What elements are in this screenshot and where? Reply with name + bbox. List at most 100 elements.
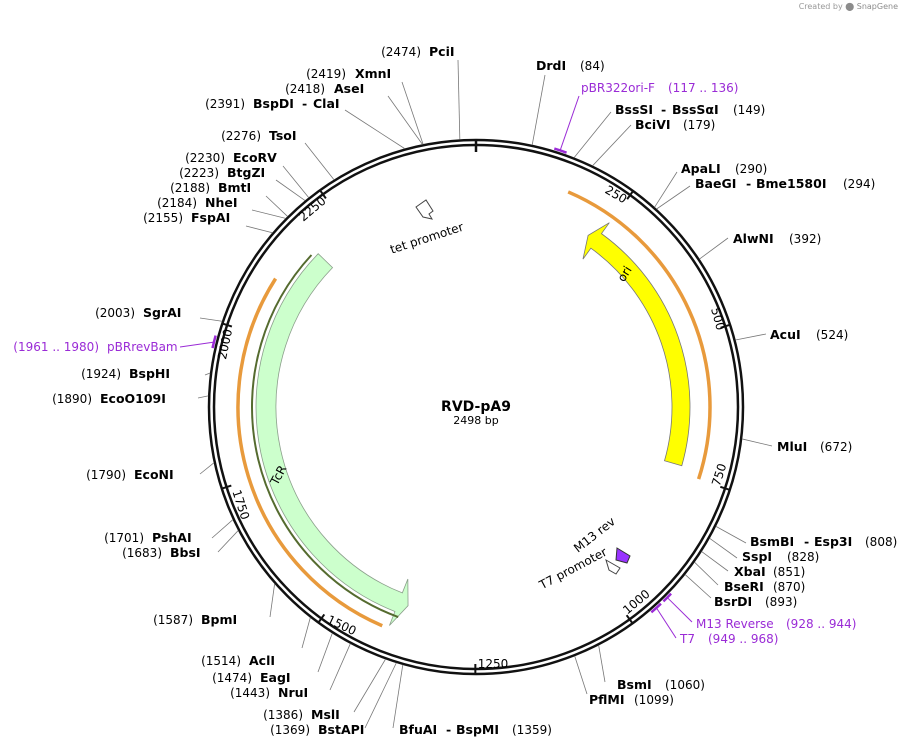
site-pos-bfuai: (1359)	[512, 723, 552, 737]
site-connector	[197, 395, 209, 399]
t7-promoter-arrow-icon	[605, 558, 621, 575]
site-sep-bspdi: -	[302, 96, 307, 111]
site-connector	[317, 633, 333, 673]
site-pos-bsphi: (1924)	[81, 367, 121, 381]
site-name-bspmi: BspMI	[456, 722, 499, 737]
feature-label-t7-promoter: T7 promoter	[536, 545, 609, 593]
tick-2000	[223, 322, 233, 328]
site-connector	[199, 317, 223, 322]
site-name-ecorv: EcoRV	[233, 150, 277, 165]
site-name-bsrdi: BsrDI	[714, 594, 752, 609]
site-name-sgrai: SgrAI	[143, 305, 181, 320]
site-name-xmni: XmnI	[355, 66, 391, 81]
site-pos-btgzi: (2223)	[179, 166, 219, 180]
site-name-mlui: MluI	[777, 439, 807, 454]
site-connector	[684, 574, 712, 599]
feature-tcr	[255, 253, 409, 626]
site-pos-xmni: (2419)	[306, 67, 346, 81]
plasmid-length: 2498 bp	[453, 414, 498, 427]
site-name-eagi: EagI	[260, 670, 291, 685]
tick-label-500: 500	[708, 306, 727, 332]
site-connector	[269, 583, 276, 618]
tet-promoter-arrow-icon	[415, 199, 434, 220]
primer-mark-pbrrevbam	[211, 335, 217, 349]
snapgene-credit: Created by ⬤ SnapGene	[799, 2, 898, 11]
ori-orf-line	[567, 190, 712, 480]
site-pos-msli: (1386)	[263, 708, 303, 722]
site-pos-acui: (524)	[816, 328, 848, 342]
feature-ori	[582, 222, 691, 467]
site-pos-drdi: (84)	[580, 59, 605, 73]
primer-name-t7: T7	[679, 632, 695, 646]
tick-label-2000: 2000	[215, 328, 235, 361]
tick-2250	[319, 190, 327, 199]
site-name-nrui: NruI	[278, 685, 308, 700]
site-name-pcii: PciI	[429, 44, 455, 59]
site-pos-bsmbi: (808)	[865, 535, 897, 549]
m13-rev-arrow-icon	[615, 547, 631, 564]
site-connector	[301, 617, 311, 649]
site-connector	[265, 195, 288, 217]
site-pos-bseri: (870)	[773, 580, 805, 594]
tick-250	[626, 191, 634, 200]
site-connector	[573, 111, 612, 158]
site-connector	[304, 142, 335, 180]
orf-layer	[236, 190, 712, 628]
site-pos-bcivi: (179)	[683, 118, 715, 132]
site-pos-mlui: (672)	[820, 440, 852, 454]
site-pos-bstapi: (1369)	[270, 723, 310, 737]
site-pos-bsrdi: (893)	[765, 595, 797, 609]
site-pos-econi: (1790)	[86, 468, 126, 482]
site-connector	[709, 537, 738, 559]
site-name-bspdi: BspDI	[253, 96, 294, 111]
primer-mark-m13-reverse	[662, 592, 672, 603]
site-connector	[654, 171, 678, 208]
tick-label-1250: 1250	[478, 657, 509, 671]
site-connector	[275, 179, 306, 201]
site-sep-bsssi: -	[661, 102, 666, 117]
site-name-bfuai: BfuAI	[399, 722, 437, 737]
site-pos-sspi: (828)	[787, 550, 819, 564]
snapgene-logo-icon: ⬤	[845, 2, 855, 11]
site-pos-nrui: (1443)	[230, 686, 270, 700]
site-connector	[329, 643, 351, 691]
site-name-bsmbi: BsmBI	[750, 534, 794, 549]
site-name-btgzi: BtgZI	[227, 165, 265, 180]
tick-750	[719, 485, 730, 491]
site-connector	[245, 225, 273, 234]
site-sep-bfuai: -	[446, 722, 451, 737]
tcr-outline	[251, 254, 399, 618]
site-name-bsssai: BssSαI	[672, 102, 719, 117]
primer-connector	[179, 341, 214, 348]
site-name-bpmi: BpmI	[201, 612, 237, 627]
site-connector	[574, 656, 588, 695]
site-pos-asei: (2418)	[285, 82, 325, 96]
site-pos-bsssi: (149)	[733, 103, 765, 117]
site-name-tsoi: TsoI	[269, 128, 297, 143]
site-connector	[364, 662, 397, 729]
site-name-bsmi: BsmI	[617, 677, 652, 692]
site-connector	[531, 74, 546, 146]
site-connector	[699, 237, 729, 260]
primer-range-pbrrevbam: (1961 .. 1980)	[13, 340, 99, 354]
site-connector	[598, 645, 606, 683]
site-pos-apali: (290)	[735, 162, 767, 176]
tick-1000	[625, 614, 633, 624]
site-name-baegi: BaeGI	[695, 176, 736, 191]
site-connector	[735, 333, 767, 341]
site-pos-acli: (1514)	[201, 654, 241, 668]
site-pos-sgrai: (2003)	[95, 306, 135, 320]
site-connector	[211, 519, 234, 539]
site-connector-layer	[179, 59, 773, 729]
site-connector	[694, 561, 719, 586]
site-connector	[204, 372, 211, 376]
site-sep-bsmbi: -	[804, 534, 809, 549]
site-name-nhei: NheI	[205, 195, 238, 210]
site-pos-bpmi: (1587)	[153, 613, 193, 627]
tick-1500	[318, 613, 326, 623]
site-connector	[387, 95, 423, 145]
primer-connector	[656, 607, 677, 639]
site-name-bme1580i: Bme1580I	[756, 176, 826, 191]
site-pos-pcii: (2474)	[381, 45, 421, 59]
primer-range-pbr322ori-f: (117 .. 136)	[668, 81, 738, 95]
